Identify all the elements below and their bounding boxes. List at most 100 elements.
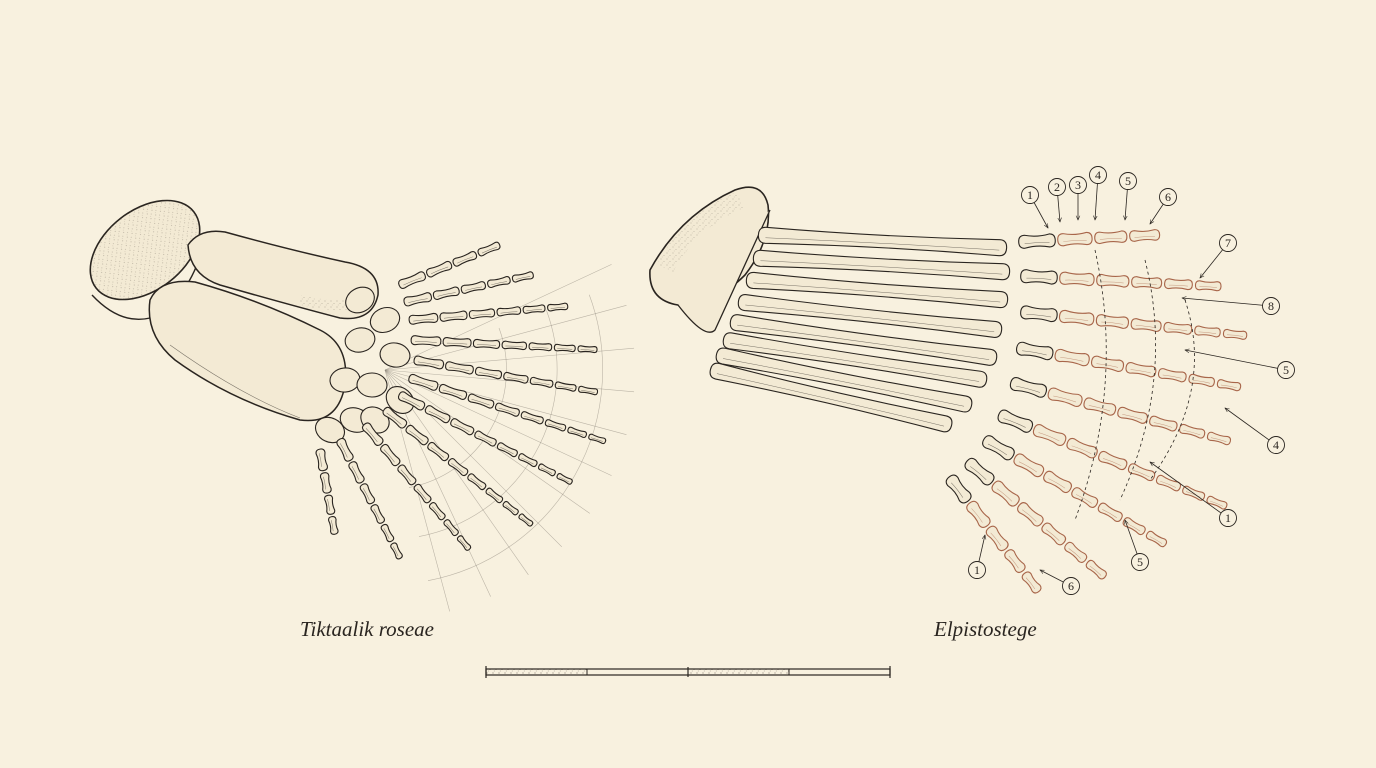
digit-phalanx [428,502,446,521]
callout-9: 5 [1185,350,1295,379]
callout-number: 1 [974,563,980,577]
radial-bone [722,332,988,388]
wrist-bone [344,327,376,353]
digit-phalanx [1188,373,1215,387]
digit-phalanx [1017,502,1044,527]
digit-phalanx [518,513,534,527]
callout-number: 6 [1165,190,1171,204]
digit-phalanx [1117,406,1148,424]
digit-phalanx [1047,387,1083,407]
digit-phalanx [1054,348,1090,367]
callout-number: 4 [1273,438,1279,452]
radial-bone [709,362,953,433]
digit-phalanx [1130,318,1162,332]
digit-phalanx [452,250,478,267]
radial-bone [737,294,1003,338]
callout-13: 6 [1040,569,1080,595]
digit-phalanx [578,385,599,396]
digit-phalanx [1018,233,1056,249]
digit-phalanx [511,271,534,283]
digit-phalanx [1090,355,1125,372]
wrist-bone [356,372,388,398]
digit-phalanx [315,448,329,472]
digit-phalanx [1096,273,1130,288]
digit-phalanx [456,535,472,551]
digit-phalanx [537,463,556,477]
digit-phalanx [1059,271,1095,287]
radial-bone [757,226,1008,257]
callout-number: 5 [1125,174,1131,188]
digit-phalanx [502,500,519,516]
callout-number: 7 [1225,236,1231,250]
callout-number: 1 [1225,511,1231,525]
digit-phalanx [1163,321,1193,335]
callout-1: 1 [1021,186,1049,229]
digit-phalanx [1032,424,1067,447]
digit-phalanx [426,260,453,278]
callout-number: 3 [1075,178,1081,192]
digit-phalanx [1194,325,1221,338]
digit-phalanx [1095,314,1130,329]
digit-phalanx [1013,453,1045,478]
digit-phalanx [501,340,528,351]
digit-phalanx [503,371,529,384]
digit-phalanx [577,345,598,354]
digit-phalanx [1125,362,1157,378]
callout-6: 6 [1150,188,1177,225]
digit-phalanx [496,442,518,458]
digit-phalanx [1066,437,1098,459]
digit-phalanx [1222,328,1248,340]
digit-phalanx [496,306,522,317]
digit-phalanx [494,402,520,417]
callout-3: 3 [1069,176,1087,221]
digit-phalanx [382,406,408,429]
callout-14: 1 [968,535,986,579]
radial-bone [729,314,998,366]
digit-phalanx [528,342,553,352]
digit-phalanx [982,435,1015,461]
wrist-bone [314,416,346,444]
digit-phalanx [1021,571,1042,594]
digit-phalanx [1122,517,1146,536]
digit-phalanx [1131,276,1163,289]
digit-phalanx [966,500,991,528]
digit-phalanx [520,411,544,425]
humerus [187,230,379,320]
callout-12: 5 [1125,520,1149,571]
digit-phalanx [319,472,332,494]
digit-phalanx [588,433,607,445]
callout-5: 5 [1119,172,1137,221]
digit-phalanx [443,519,459,537]
digit-phalanx [328,515,339,535]
tiktaalik-label: Tiktaalik roseae [300,617,434,641]
digit-phalanx [1129,229,1161,242]
digit-phalanx [410,335,442,347]
digit-phalanx [1094,230,1128,245]
digit-phalanx [1206,431,1232,446]
digit-phalanx [1178,423,1206,439]
callout-2: 2 [1048,178,1066,223]
callout-number: 5 [1283,363,1289,377]
digit-phalanx [432,286,460,300]
digit-phalanx [438,383,468,400]
digit-phalanx [567,426,588,439]
digit-phalanx [556,472,573,485]
digit-phalanx [1041,522,1067,546]
digit-phalanx [522,304,546,314]
digit-phalanx [1020,269,1058,285]
digit-phalanx [487,276,511,289]
digit-phalanx [1043,470,1073,494]
digit-phalanx [348,461,365,484]
digit-phalanx [403,292,433,307]
scale-bar [485,666,891,678]
digit-phalanx [442,337,472,348]
digit-phalanx [324,494,336,515]
digit-phalanx [474,430,497,447]
digit-phalanx [1149,415,1178,432]
callout-number: 8 [1268,299,1274,313]
digit-phalanx [1098,450,1128,471]
tiktaalik-fin-skeleton [89,199,635,612]
digit-phalanx [1015,341,1054,361]
elpistostege-fin-skeleton [649,186,1248,594]
